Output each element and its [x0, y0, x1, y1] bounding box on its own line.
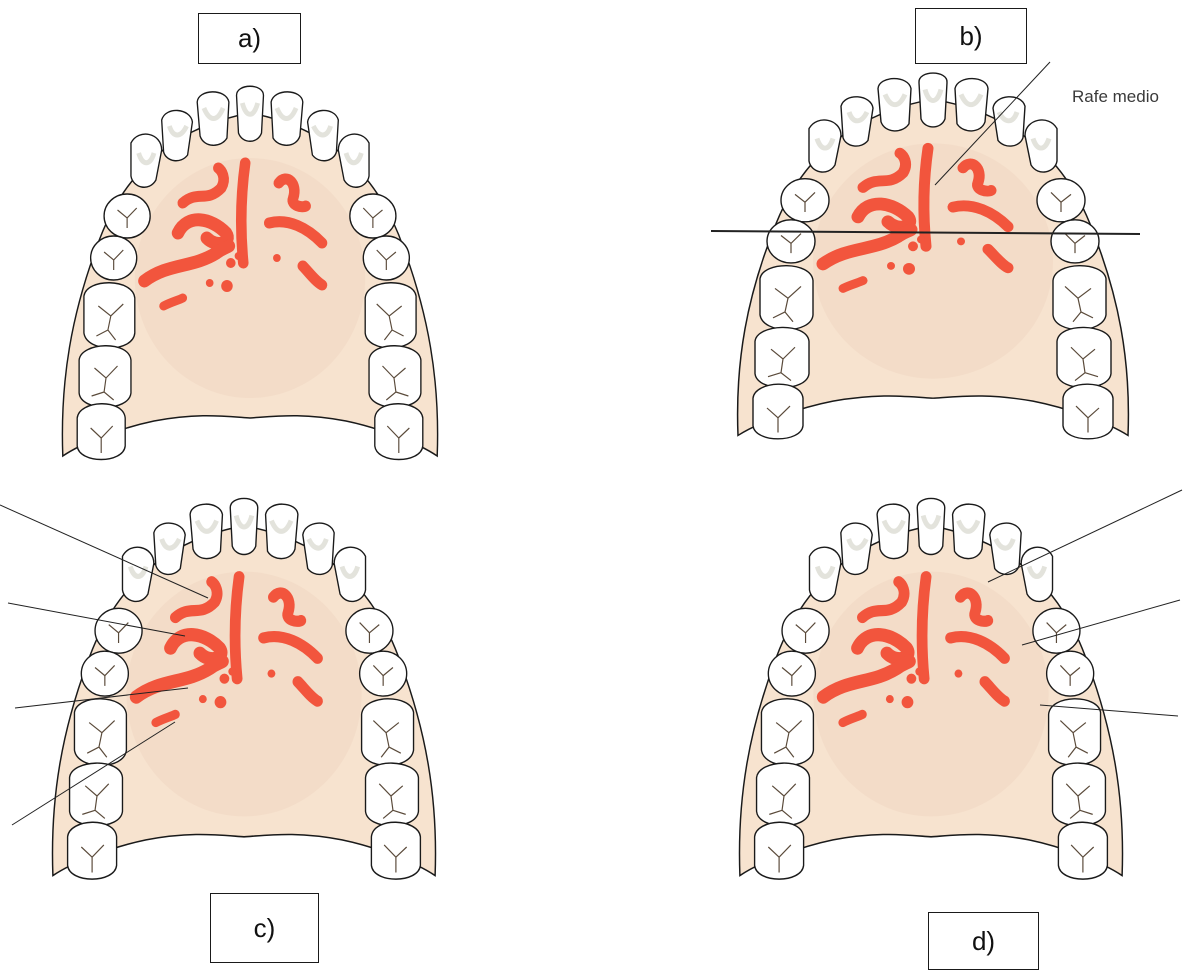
panel-label-d: d): [928, 912, 1039, 970]
arch-diagram-c: [52, 498, 435, 879]
arch-diagram-b: [738, 73, 1129, 439]
panel-label-b: b): [915, 8, 1027, 64]
arch-diagram-d: [739, 498, 1122, 879]
arch-diagram-a: [62, 86, 437, 459]
panel-label-c: c): [210, 893, 319, 963]
panel-label-a: a): [198, 13, 301, 64]
rafe-medio-annotation: Rafe medio: [1072, 87, 1159, 107]
